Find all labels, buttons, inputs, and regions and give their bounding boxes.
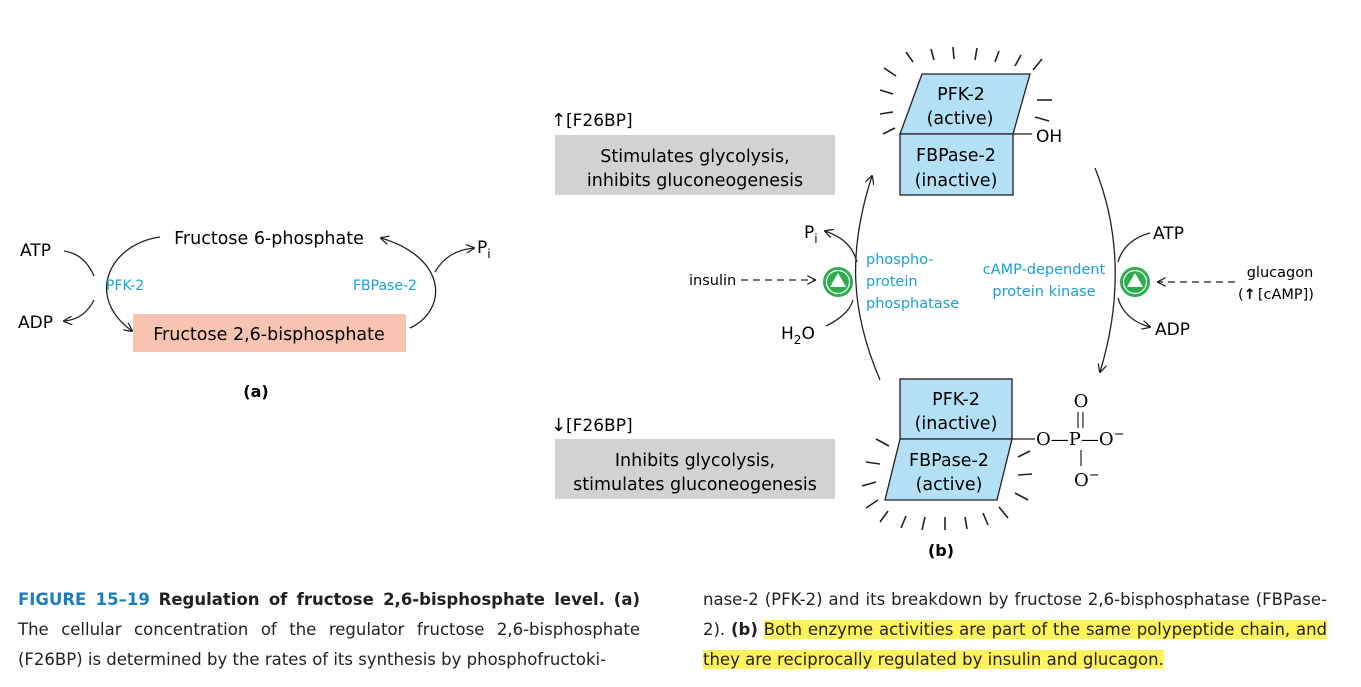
top-pfk2-line1: PFK-2 — [937, 85, 985, 105]
glucagon-label: glucagon — [1247, 265, 1314, 281]
top-fbpase2-inactive-box — [899, 133, 1014, 196]
phosphate-o-top: O — [1074, 391, 1089, 412]
oh-label: OH — [1036, 127, 1062, 147]
f6p-label: Fructose 6-phosphate — [174, 229, 364, 249]
bottom-pfk2-line1: PFK-2 — [932, 390, 980, 410]
atp-label-b: ATP — [1153, 224, 1184, 244]
caption-part-a: (a) — [613, 590, 641, 609]
atp-label-a: ATP — [20, 241, 51, 261]
bottom-pfk2-inactive-box — [899, 378, 1013, 440]
phosphatase-line2: protein — [866, 274, 918, 290]
panel-b-label: (b) — [928, 541, 954, 560]
adp-label-a: ADP — [18, 313, 53, 333]
phosphorylation-arc — [1094, 167, 1116, 372]
panel-a-label: (a) — [243, 382, 268, 401]
fbpase2-label-a: FBPase-2 — [353, 278, 417, 294]
adp-out-arrow — [64, 299, 95, 321]
h2o-label: H2O — [781, 324, 815, 347]
panel-a: Fructose 6-phosphate Fructose 2,6-bispho… — [18, 229, 491, 401]
pi-out-arrow — [434, 248, 474, 273]
atp-in-arrow-b — [1117, 232, 1151, 263]
pi-release-arrow — [825, 231, 858, 263]
bottom-activity-rays — [861, 438, 1033, 531]
fbpase2-arc — [381, 238, 437, 329]
f26bp-label: Fructose 2,6-bisphosphate — [153, 325, 385, 345]
down-box-line1: Inhibits glycolysis, — [615, 451, 775, 471]
top-fbpase2-line2: (inactive) — [915, 171, 998, 191]
bottom-pfk2-line2: (inactive) — [915, 414, 998, 434]
phosphatase-line3: phosphatase — [866, 296, 959, 312]
up-arrow-icon: ↑ — [551, 110, 566, 131]
h2o-in-arrow — [825, 299, 854, 327]
bottom-fbpase2-line1: FBPase-2 — [909, 451, 989, 471]
caption-part-b: (b) — [731, 620, 758, 639]
insulin-activator-icon — [823, 267, 853, 297]
down-arrow-icon: ↓ — [551, 415, 566, 436]
caption-right-column: nase-2 (PFK-2) and its breakdown by fruc… — [703, 585, 1328, 675]
figure-number: FIGURE 15–19 — [18, 590, 150, 609]
pi-label-b: Pi — [804, 223, 818, 246]
camp-label: (↑[cAMP]) — [1238, 287, 1314, 303]
figure-title: Regulation of fructose 2,6-bisphosphate … — [158, 590, 605, 609]
caption-left-column: FIGURE 15–19 Regulation of fructose 2,6-… — [18, 585, 640, 675]
top-pfk2-line2: (active) — [927, 109, 994, 129]
kinase-line1: cAMP-dependent — [983, 262, 1106, 278]
down-f26bp-label: [F26BP] — [566, 416, 633, 436]
f26bp-box — [133, 314, 406, 352]
adp-out-arrow-b — [1117, 297, 1150, 327]
up-f26bp-label: [F26BP] — [566, 111, 633, 131]
bottom-fbpase2-line2: (active) — [916, 475, 983, 495]
caption-text-b-highlighted: Both enzyme activities are part of the s… — [703, 620, 1328, 669]
bottom-fbpase2-active-box — [884, 438, 1013, 501]
atp-in-arrow — [63, 250, 95, 277]
top-fbpase2-line1: FBPase-2 — [916, 146, 996, 166]
pfk2-arc — [105, 236, 161, 331]
pi-label-a: Pi — [477, 238, 491, 261]
inhibits-glycolysis-box — [555, 439, 835, 499]
caption-text-a-continued: nase-2 (PFK-2) and its breakdown by fruc… — [703, 590, 1327, 639]
top-activity-rays — [879, 46, 1052, 135]
dephosphorylation-arc — [854, 176, 881, 381]
phosphate-chain: O—P—O− — [1036, 427, 1125, 450]
insulin-label: insulin — [689, 273, 736, 289]
phosphate-o-bottom: O− — [1074, 468, 1100, 491]
adp-label-b: ADP — [1155, 320, 1190, 340]
kinase-line2: protein kinase — [992, 284, 1095, 300]
stimulates-glycolysis-box — [555, 135, 835, 195]
pfk2-label-a: PFK-2 — [106, 278, 144, 294]
up-box-line1: Stimulates glycolysis, — [600, 147, 789, 167]
phosphatase-line1: phospho- — [866, 252, 934, 268]
figure-diagram: Fructose 6-phosphate Fructose 2,6-bispho… — [18, 46, 1314, 560]
panel-b: ↑ [F26BP] Stimulates glycolysis, inhibit… — [551, 46, 1314, 560]
up-box-line2: inhibits gluconeogenesis — [587, 171, 803, 191]
caption-text-a: The cellular concentration of the regula… — [18, 620, 640, 669]
down-box-line2: stimulates gluconeogenesis — [573, 475, 817, 495]
glucagon-activator-icon — [1120, 267, 1150, 297]
